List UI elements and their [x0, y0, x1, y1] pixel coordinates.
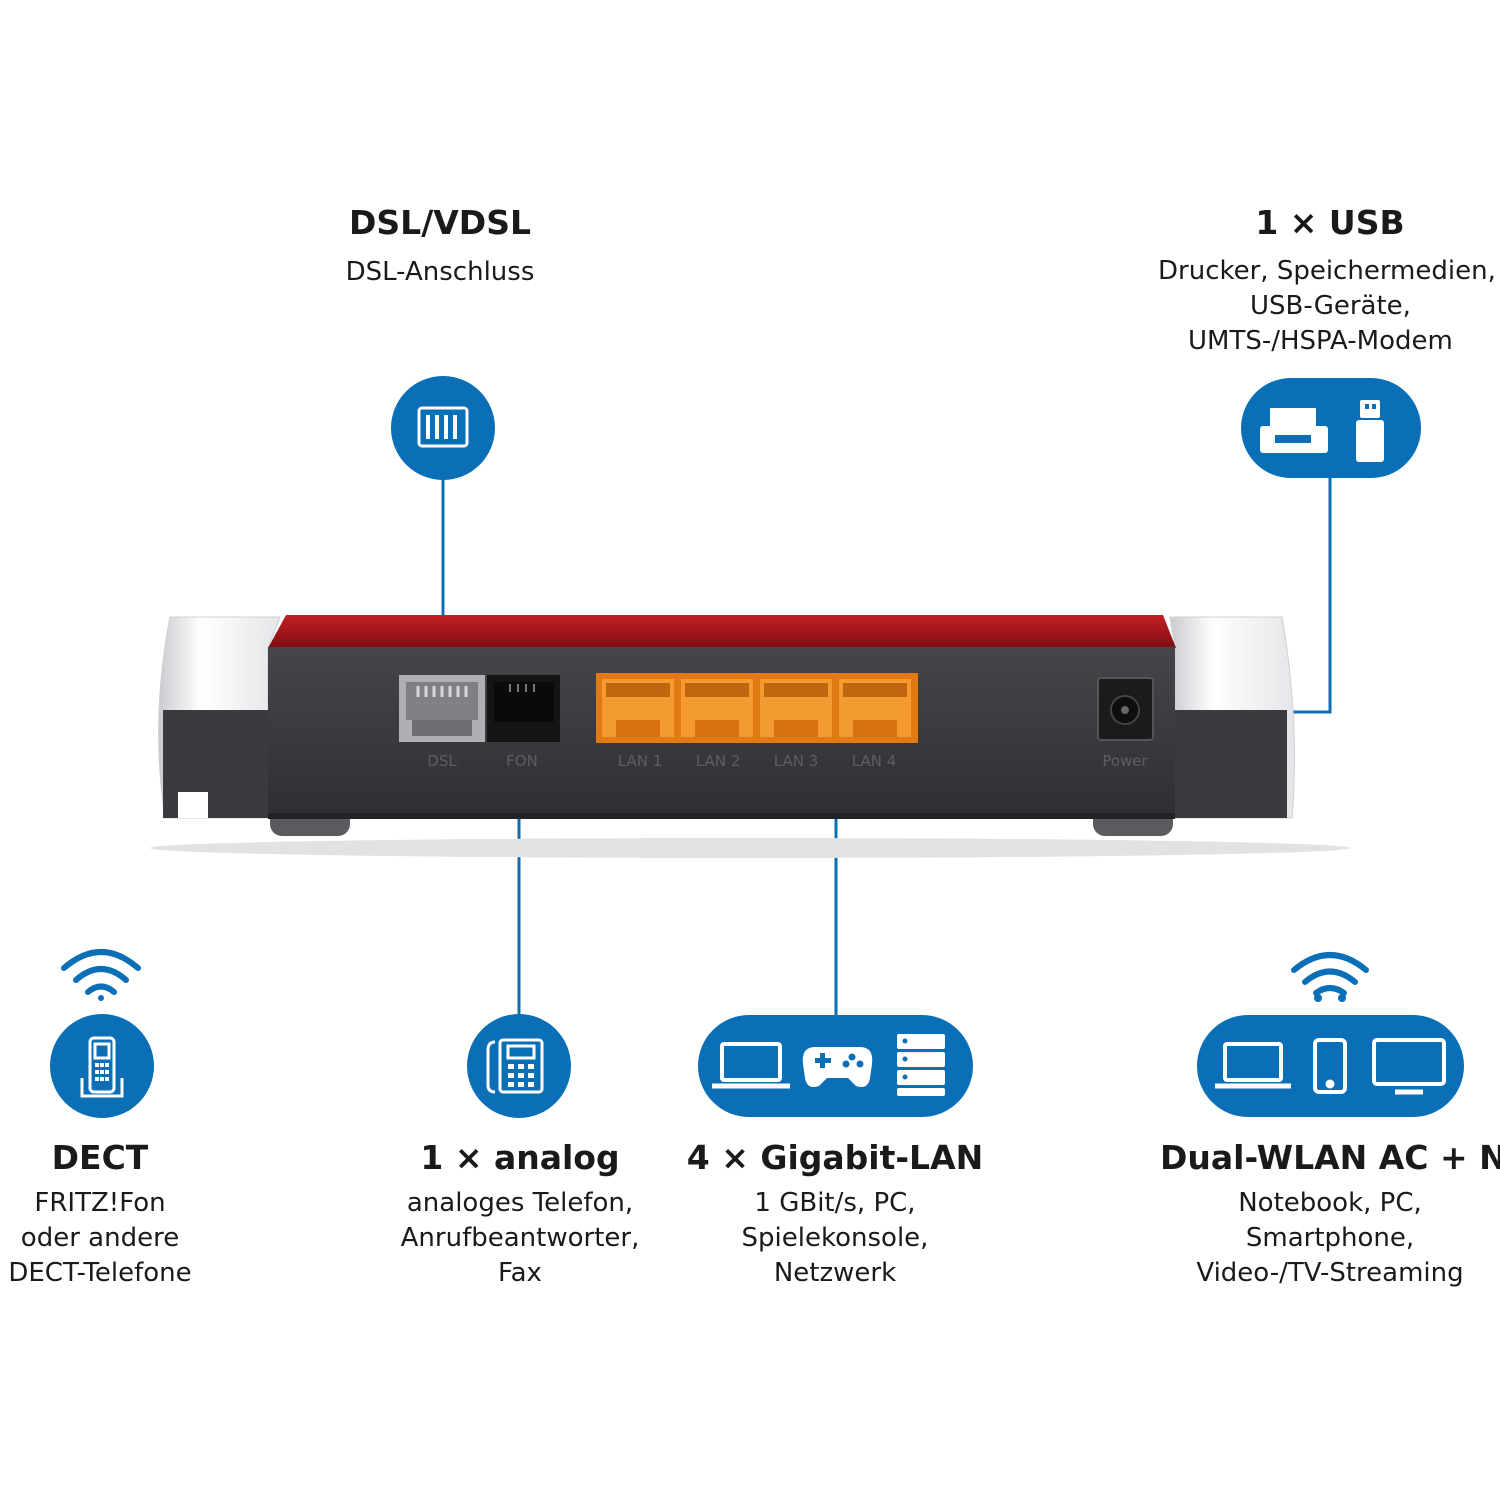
monitor-icon — [1372, 1038, 1446, 1095]
gamepad-icon — [802, 1047, 873, 1087]
usb-stick-icon — [1356, 400, 1384, 462]
analog-desc-line: analoges Telefon, — [406, 1188, 634, 1218]
lan-port-label: LAN 3 — [774, 752, 819, 770]
analog-description: analoges Telefon, Anrufbeantworter, Fax — [370, 1186, 670, 1291]
router-red-top — [268, 615, 1176, 648]
wlan-icon-bubble — [1197, 1015, 1464, 1117]
lan-ports — [596, 673, 918, 743]
usb-desc-line: UMTS-/HSPA-Modem — [1188, 326, 1453, 356]
lan-port-label: LAN 2 — [696, 752, 741, 770]
wlan-title: Dual-WLAN AC + N — [1160, 1138, 1500, 1177]
dect-desc-line: oder andere — [20, 1223, 180, 1253]
router-device: DSL FON LAN 1 LAN 2 LAN 3 LAN 4 Power — [150, 615, 1350, 858]
lan-port-label: LAN 1 — [618, 752, 663, 770]
usb-title: 1 × USB — [1255, 203, 1405, 242]
wlan-desc-line: Smartphone, — [1245, 1223, 1415, 1253]
dect-desc-line: FRITZ!Fon — [34, 1188, 166, 1218]
power-jack — [1097, 677, 1154, 741]
wlan-desc-line: Notebook, PC, — [1238, 1188, 1422, 1218]
usb-desc-line: USB-Geräte, — [1250, 291, 1411, 321]
wifi-icon — [1291, 952, 1369, 1002]
dsl-port-label: DSL — [427, 752, 457, 770]
fon-port-label: FON — [506, 752, 538, 770]
analog-desc-line: Fax — [498, 1258, 542, 1288]
usb-description: Drucker, Speichermedien, USB-Geräte, UMT… — [1150, 254, 1500, 359]
lan-desc-line: Spielekonsole, — [741, 1223, 929, 1253]
laptop-icon — [712, 1042, 790, 1089]
lan-title: 4 × Gigabit-LAN — [686, 1138, 984, 1177]
dect-desc-line: DECT-Telefone — [8, 1258, 192, 1288]
dsl-port-icon — [417, 406, 469, 448]
dsl-icon-bubble — [391, 376, 495, 480]
wlan-desc-line: Video-/TV-Streaming — [1196, 1258, 1464, 1288]
smartphone-icon — [1313, 1038, 1347, 1094]
usb-desc-line: Drucker, Speichermedien, — [1158, 256, 1496, 286]
analog-title: 1 × analog — [420, 1138, 620, 1177]
dect-description: FRITZ!Fon oder andere DECT-Telefone — [0, 1186, 200, 1291]
usb-connector — [1292, 478, 1332, 714]
dsl-description: DSL-Anschluss — [290, 255, 590, 290]
dect-title: DECT — [51, 1138, 149, 1177]
printer-icon — [1260, 408, 1328, 453]
lan-desc-line: Netzwerk — [773, 1258, 897, 1288]
cordless-phone-icon — [80, 1036, 124, 1098]
lan-desc-line: 1 GBit/s, PC, — [754, 1188, 916, 1218]
dsl-port — [399, 675, 485, 742]
power-port-label: Power — [1102, 752, 1148, 770]
dsl-title: DSL/VDSL — [349, 203, 531, 242]
desk-phone-icon — [486, 1038, 544, 1094]
lan-port-label: LAN 4 — [852, 752, 897, 770]
wifi-icon — [61, 949, 141, 1001]
analog-desc-line: Anrufbeantworter, — [400, 1223, 640, 1253]
fon-port — [487, 675, 560, 742]
wlan-description: Notebook, PC, Smartphone, Video-/TV-Stre… — [1165, 1186, 1495, 1291]
server-icon — [897, 1034, 945, 1096]
lan-description: 1 GBit/s, PC, Spielekonsole, Netzwerk — [685, 1186, 985, 1291]
dsl-desc-line: DSL-Anschluss — [345, 257, 535, 287]
laptop-icon — [1215, 1042, 1291, 1089]
